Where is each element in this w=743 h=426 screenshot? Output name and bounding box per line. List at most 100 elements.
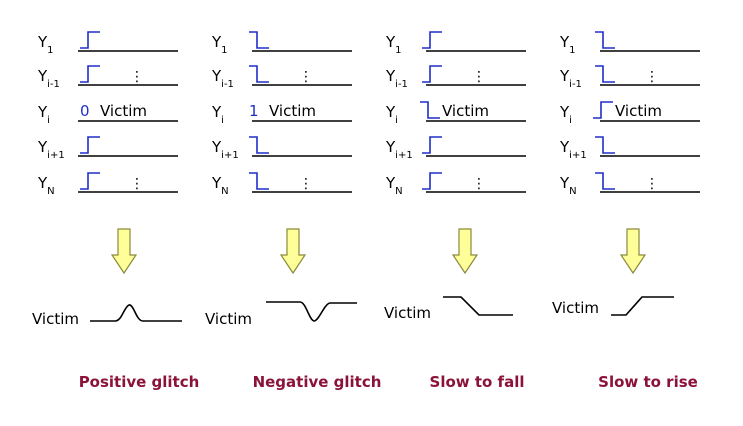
response-victim-label: Victim — [552, 299, 599, 317]
signal-label: Yi — [211, 103, 224, 126]
signal-subscript: i-1 — [569, 79, 582, 90]
signal-subscript: N — [47, 186, 54, 197]
signal-subscript: i-1 — [395, 79, 408, 90]
response-victim-label: Victim — [205, 310, 252, 328]
aggressor-waveform — [422, 136, 442, 154]
victim-label: Victim — [442, 102, 489, 120]
victim-label: Victim — [615, 102, 662, 120]
signal-row: Yi Victim — [385, 101, 526, 126]
signal-label: Y1 — [385, 33, 402, 56]
aggressor-waveform — [249, 65, 269, 83]
signal-row: Yi-1 ⋮ — [559, 65, 700, 90]
signal-label: Yi-1 — [211, 67, 234, 90]
signal-label: Y1 — [37, 33, 54, 56]
signal-row: Yi+1 — [559, 136, 700, 161]
signal-label: YN — [559, 174, 577, 197]
aggressor-waveform — [80, 65, 100, 83]
response-waveform: Victim — [384, 296, 513, 322]
ellipsis-icon: ⋮ — [645, 69, 659, 85]
signal-label: Yi-1 — [559, 67, 582, 90]
victim-transition-waveform — [420, 101, 440, 119]
caption-label: Positive glitch — [79, 373, 200, 391]
signal-row: Y1 — [385, 31, 526, 56]
victim-value: 1 — [249, 102, 259, 120]
aggressor-waveform — [249, 31, 269, 49]
aggressor-waveform — [80, 172, 100, 190]
ellipsis-icon: ⋮ — [472, 69, 486, 85]
response-waveform: Victim — [552, 296, 674, 317]
signal-subscript: 1 — [395, 45, 401, 56]
signal-label: Yi — [37, 103, 50, 126]
response-curve — [266, 301, 357, 322]
response-victim-label: Victim — [32, 310, 79, 328]
caption-label: Slow to fall — [430, 373, 525, 391]
response-curve — [611, 296, 674, 316]
signal-label: Yi+1 — [37, 138, 65, 161]
aggressor-waveform — [595, 172, 615, 190]
signal-row: YN ⋮ — [385, 172, 526, 197]
signal-label: YN — [211, 174, 229, 197]
aggressor-waveform — [80, 136, 100, 154]
signal-row: Yi-1 ⋮ — [385, 65, 526, 90]
signal-row: Yi 0 Victim — [37, 102, 178, 126]
signal-label: Yi-1 — [37, 67, 60, 90]
signal-label: Yi — [385, 103, 398, 126]
signal-row: Y1 — [559, 31, 700, 56]
signal-subscript: N — [221, 186, 228, 197]
signal-row: Y1 — [37, 31, 178, 56]
signal-subscript: N — [395, 186, 402, 197]
ellipsis-icon: ⋮ — [130, 176, 144, 192]
response-waveform: Victim — [205, 301, 357, 328]
ellipsis-icon: ⋮ — [299, 69, 313, 85]
signal-row: Yi 1 Victim — [211, 102, 352, 126]
signal-subscript: i — [395, 115, 398, 126]
aggressor-waveform — [595, 31, 615, 49]
aggressor-waveform — [595, 65, 615, 83]
signal-subscript: i — [47, 115, 50, 126]
aggressor-waveform — [249, 172, 269, 190]
down-arrow-icon — [110, 228, 138, 275]
victim-label: Victim — [269, 102, 316, 120]
signal-label: Yi+1 — [211, 138, 239, 161]
signal-label: Yi+1 — [385, 138, 413, 161]
signal-subscript: i — [569, 115, 572, 126]
signal-subscript: 1 — [221, 45, 227, 56]
ellipsis-icon: ⋮ — [299, 176, 313, 192]
aggressor-waveform — [595, 136, 615, 154]
signal-label: Y1 — [559, 33, 576, 56]
signal-subscript: i-1 — [221, 79, 234, 90]
signal-row: Yi Victim — [559, 101, 700, 126]
signal-label: YN — [37, 174, 55, 197]
signal-subscript: 1 — [569, 45, 575, 56]
signal-label: Yi+1 — [559, 138, 587, 161]
victim-label: Victim — [100, 102, 147, 120]
signal-subscript: i+1 — [221, 150, 239, 161]
signal-subscript: i — [221, 115, 224, 126]
signal-label: Yi-1 — [385, 67, 408, 90]
victim-value: 0 — [80, 102, 90, 120]
signal-row: Yi+1 — [37, 136, 178, 161]
signal-row: Yi-1 ⋮ — [211, 65, 352, 90]
signal-row: YN ⋮ — [211, 172, 352, 197]
signal-label: YN — [385, 174, 403, 197]
aggressor-waveform — [422, 172, 442, 190]
caption-label: Slow to rise — [598, 373, 698, 391]
signal-subscript: i+1 — [47, 150, 65, 161]
victim-transition-waveform — [593, 101, 613, 119]
signal-subscript: i+1 — [395, 150, 413, 161]
signal-subscript: N — [569, 186, 576, 197]
down-arrow-icon — [619, 228, 647, 275]
signal-label: Yi — [559, 103, 572, 126]
signal-row: YN ⋮ — [559, 172, 700, 197]
signal-row: Yi-1⋮ — [37, 65, 178, 90]
ellipsis-icon: ⋮ — [472, 176, 486, 192]
caption-label: Negative glitch — [253, 373, 382, 391]
ellipsis-icon: ⋮ — [645, 176, 659, 192]
response-victim-label: Victim — [384, 304, 431, 322]
response-curve — [443, 296, 513, 316]
aggressor-waveform — [422, 65, 442, 83]
signal-row: Yi+1 — [385, 136, 526, 161]
